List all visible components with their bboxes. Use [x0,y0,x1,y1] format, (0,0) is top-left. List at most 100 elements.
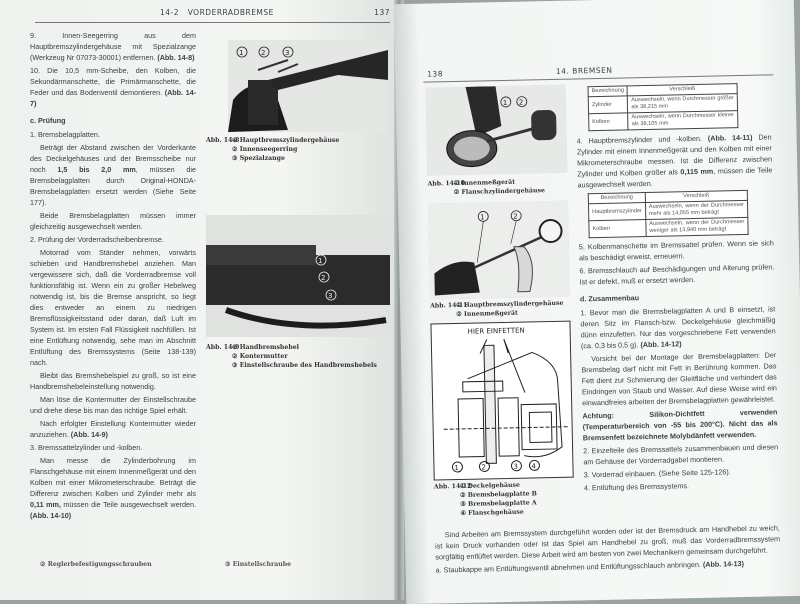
bold-text: Achtung: Silikon-Dichtfett verwenden (Te… [582,407,778,443]
photo-master-cylinder-pliers: 1 2 3 [228,40,388,132]
svg-text:1: 1 [239,49,243,57]
svg-text:2: 2 [261,49,265,57]
fig-label: Abb. 14-9 [206,344,240,351]
text: , müssen die Bremsbelagplatten durch Ori… [30,165,197,207]
left-text-column: 9. Innen-Seegerring aus dem Hauptbremszy… [30,30,196,523]
table-cell: Auswechseln, wenn der Durchmesser mehr a… [645,200,748,220]
text: 3. Vorderrad einbauen. (Siehe Seite 125-… [583,467,731,480]
text: Beide Bremsbelagplatten müssen immer gle… [30,211,196,231]
paragraph: Beide Bremsbelagplatten müssen immer gle… [30,210,196,232]
table-cell: Auswechseln, wenn der Durchmesser wenige… [645,217,749,237]
paragraph: 6. Bremsschlauch auf Beschädigungen und … [579,261,774,287]
text: Sind Arbeiten am Bremssystem durchgeführ… [435,523,781,562]
svg-text:2: 2 [321,274,325,282]
bold-text: (Abb. 14-12) [640,339,682,350]
text: 6. Bremsschlauch auf Beschädigungen und … [579,262,775,287]
svg-text:2: 2 [481,463,486,471]
header-section: 14-2 [160,8,180,17]
paragraph: 2. Einzelteile des Bremssattels zusammen… [583,441,778,467]
caption-fig-14-10: Abb. 14-10① Innenmeßgerät ② Flanschzylin… [427,177,545,197]
table-cell: Kolben [588,219,646,238]
header-section: 14. [555,66,570,76]
bold-text: 1,5 bis 2,0 mm [57,165,136,174]
bold-text: 0,11 mm, [30,500,61,509]
left-page: 14-2 VORDERRADBREMSE 137 9. Innen-Seeger… [0,0,398,600]
caption-fig-14-12: Abb. 14-12① Deckelgehäuse ② Bremsbelagpl… [434,480,538,518]
header-title: BREMSEN [572,65,613,76]
items-5-6: 5. Kolbenmanschette im Bremssattel prüfe… [579,237,775,287]
bleeding-instructions: Sind Arbeiten am Bremssystem durchgeführ… [435,522,781,575]
fig-label: Abb. 14-11 [430,301,468,310]
text: 3. Bremssattelzylinder und -kolben. [30,443,143,452]
bold-text: (Abb. 14-13) [702,559,745,569]
svg-text:3: 3 [513,463,518,471]
brake-caliper-cross-section: 1 2 3 4 [443,338,569,473]
page-number: 137 [374,8,390,17]
bottom-paragraph: Sind Arbeiten am Bremssystem durchgeführ… [435,522,781,577]
paragraph: Bleibt das Bremshebelspiel zu groß, so i… [30,370,196,392]
paragraph: Man löse die Kontermutter der Einstellsc… [30,394,196,416]
table-cell: Zylinder [588,95,628,114]
table-cell: Kolben [588,112,629,131]
footer-caption-right: ③ Einstellschraube [225,561,292,568]
svg-text:1: 1 [454,464,459,472]
caption-item: ① Deckelgehäuse [459,481,520,490]
table-cell: Hauptbremszylinder [588,202,646,221]
text: müssen die Teile ausgewechselt werden. [60,500,196,509]
svg-text:3: 3 [285,49,289,57]
caption-item: ① Hauptbremszylindergehäuse [232,137,340,144]
paragraph: 5. Kolbenmanschette im Bremssattel prüfe… [579,237,774,263]
fig-label: Abb. 14-12 [433,482,472,491]
table-cell: Auswechseln, wenn Durchmesser kleiner al… [627,110,738,130]
bold-text: (Abb. 14-8) [157,53,195,62]
paragraph: Nach erfolgter Einstellung Kontermutter … [30,418,196,440]
text: a. Staubkappe am Entlüftungsventil abneh… [435,559,703,575]
section-heading: c. Prüfung [30,116,66,125]
bold-text: 0,115 mm [680,166,714,177]
text: 5. Kolbenmanschette im Bremssattel prüfe… [578,238,774,263]
svg-text:1: 1 [503,99,508,107]
text: 4. Entlüftung des Bremssystems. [583,481,690,493]
paragraph: 1. Bremsbelagplatten. [30,129,196,140]
caption-fig-14-9: Abb. 14-9① Handbremshebel ② Kontermutter… [206,343,377,370]
section-d-body: 1. Bevor man die Bremsbelagplatten A und… [580,303,779,493]
svg-text:2: 2 [519,99,524,107]
caption-fig-14-11: Abb. 14-11① Hauptbremszylindergehäuse ② … [430,299,564,320]
svg-text:1: 1 [318,257,322,265]
bold-text: (Abb. 14-7) [30,88,196,108]
text: Man messe die Zylinderbohrung im Flansch… [30,456,196,498]
photo-fig-14-8: 1 2 3 [228,40,388,132]
section-heading: d. Zusammenbau [579,293,640,304]
caption-item: ① Innenmeßgerät [453,178,516,188]
bold-text: (Abb. 14-10) [30,511,72,520]
text: Vorsicht bei der Montage der Bremsbelagp… [581,350,777,408]
paragraph: 9. Innen-Seegerring aus dem Hauptbremszy… [30,30,196,63]
text: 2. Prüfung der Vorderradscheibenbremse. [30,235,164,244]
paragraph: 2. Prüfung der Vorderradscheibenbremse. [30,234,196,245]
svg-text:4: 4 [531,462,536,470]
paragraph: Vorsicht bei der Montage der Bremsbelagp… [581,349,777,408]
footer-caption-left: ② Reglerbefestigungsschrauben [40,561,152,568]
svg-text:1: 1 [480,213,485,221]
text: Nach erfolgter Einstellung Kontermutter … [30,419,196,439]
text: 1. Bremsbelagplatten. [30,130,100,139]
paragraph: Beträgt der Abstand zwischen der Vorderk… [30,142,196,208]
paragraph: 10. Die 10,5 mm-Scheibe, den Kolben, die… [30,65,196,109]
paragraph: Achtung: Silikon-Dichtfett verwenden (Te… [582,406,778,443]
caption-item: ② Kontermutter [232,353,288,360]
text: 2. Einzelteile des Bremssattels zusammen… [583,442,779,467]
photo-handbrake-lever: 123 [206,215,390,337]
header-rule [35,22,390,23]
text: Man löse die Kontermutter der Einstellsc… [30,395,196,415]
paragraph: 4. Hauptbremszylinder und -kolben. (Abb.… [577,131,773,190]
paragraph: 3. Bremssattelzylinder und -kolben. [30,442,196,453]
